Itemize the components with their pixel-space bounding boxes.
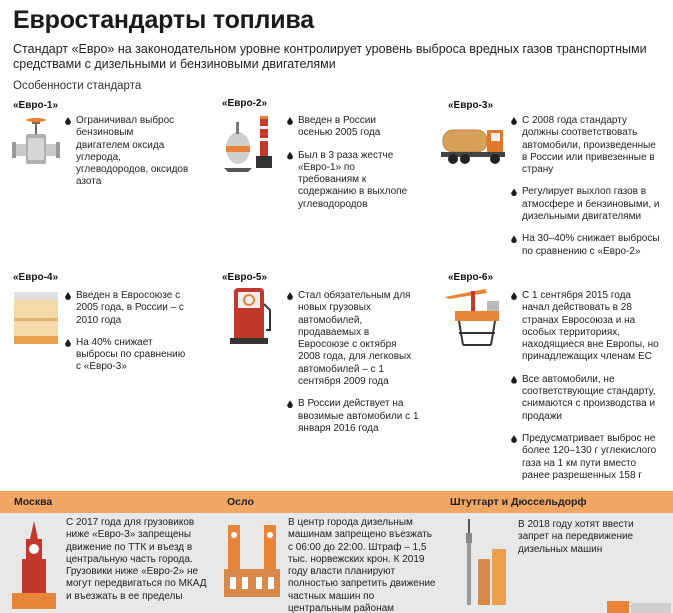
standard-item: Все автомобили, не соответствующие станд… [510,374,660,423]
standard-items: Стал обязательным для новых грузовых авт… [286,290,421,445]
standard-item: Был в 3 раза жестче «Евро-1» по требован… [286,150,411,211]
standard-items: Введен в Евросоюзе с 2005 года, в России… [64,290,189,384]
standard-items: Введен в России осенью 2005 года Был в 3… [286,115,411,221]
standard-items: С 1 сентября 2015 года начал действовать… [510,290,660,492]
standard-item: Введен в России осенью 2005 года [286,115,411,140]
standard-items: С 2008 года стандарту должны соответство… [510,115,660,268]
standard-item: В России действует на ввозимые автомобил… [286,398,421,435]
oil-tank-icon [14,292,58,344]
city-hall-icon [224,525,280,597]
standard-label: «Евро-6» [448,272,494,283]
city-name-oslo: Осло [227,496,254,508]
city-text-stuttgart: В 2018 году хотят ввести запрет на перед… [518,519,634,555]
standard-label: «Евро-2» [222,98,268,109]
city-text-moscow: С 2017 года для грузовиков ниже «Евро-3»… [66,517,207,602]
city-name-moscow: Москва [14,496,53,508]
standard-label: «Евро-5» [222,272,268,283]
kremlin-tower-icon [12,521,56,609]
standard-label: «Евро-4» [13,272,59,283]
standard-item: Предусматривает выброс не более 120–130 … [510,433,660,482]
standard-label: «Евро-3» [448,100,494,111]
standard-items: Ограничивал выброс бензиновым двигателем… [64,115,189,199]
tv-tower-icon [466,519,506,605]
standard-item: С 1 сентября 2015 года начал действовать… [510,290,660,364]
standard-item: Ограничивал выброс бензиновым двигателем… [64,115,189,189]
standard-item: На 40% снижает выбросы по сравнению с «Е… [64,337,189,374]
brand-logo [593,599,673,613]
city-name-stuttgart: Штутгарт и Дюссельдорф [450,496,587,508]
city-text-oslo: В центр города дизельным машинам запреще… [288,517,436,613]
standard-item: Регулирует выхлоп газов в атмосфере и бе… [510,186,660,223]
cities-panel: С 2017 года для грузовиков ниже «Евро-3»… [0,513,673,613]
intro-text: Стандарт «Евро» на законодательном уровн… [13,42,647,71]
oil-platform-icon [445,289,499,346]
cities-header-bar: Москва Осло Штутгарт и Дюссельдорф [0,491,673,513]
valve-icon [12,118,60,164]
fuel-pump-icon [230,288,271,344]
standard-item: На 30–40% снижает выбросы по сравнению с… [510,233,660,258]
standard-item: С 2008 года стандарту должны соответство… [510,115,660,176]
page-title: Евростандарты топлива [13,6,314,34]
standard-item: Введен в Евросоюзе с 2005 года, в России… [64,290,189,327]
refinery-icon [224,116,272,172]
standard-label: «Евро-1» [13,100,59,111]
standard-item: Стал обязательным для новых грузовых авт… [286,290,421,388]
features-label: Особенности стандарта [13,80,142,92]
fuel-truck-icon [441,129,505,164]
